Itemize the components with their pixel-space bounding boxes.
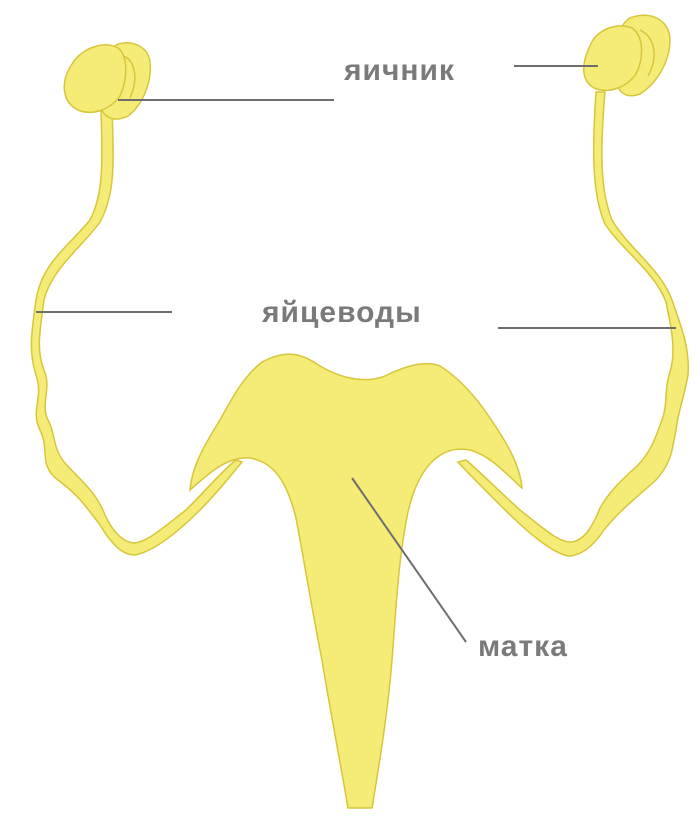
right-oviduct bbox=[458, 92, 688, 556]
oviducts-label: яйцеводы bbox=[262, 298, 422, 328]
ovary-label: яичник bbox=[344, 56, 455, 86]
uterus bbox=[190, 354, 522, 808]
left-oviduct bbox=[31, 110, 242, 555]
uterus-label: матка bbox=[478, 632, 568, 662]
